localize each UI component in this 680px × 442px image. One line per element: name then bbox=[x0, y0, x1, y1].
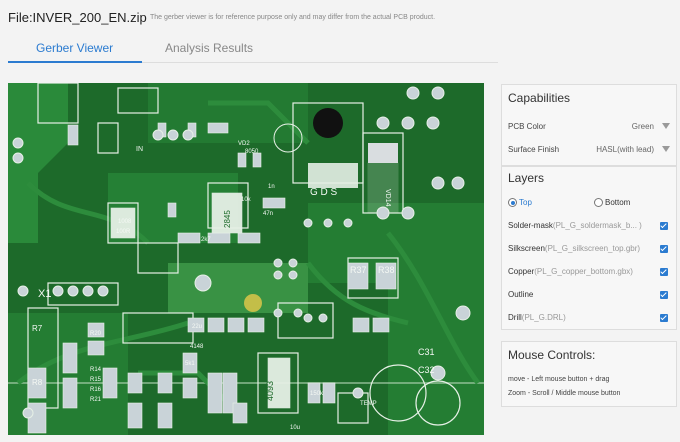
tab-gerber-viewer[interactable]: Gerber Viewer bbox=[36, 41, 114, 55]
pcb-label-2845: 2845 bbox=[223, 210, 232, 228]
pcb-label-100r: 100R bbox=[116, 229, 131, 235]
pcb-label-r15: R15 bbox=[90, 377, 102, 383]
pcb-label-in: IN bbox=[136, 146, 143, 153]
pcb-label-10u: 10u bbox=[290, 425, 300, 431]
pcb-label-1n: 1n bbox=[268, 184, 275, 190]
drill-checkbox[interactable] bbox=[660, 314, 668, 322]
top-radio[interactable] bbox=[508, 198, 517, 207]
pcb-label-vd14: VD14 bbox=[384, 189, 391, 207]
pcb-label-22u: 22u bbox=[192, 324, 202, 330]
pcb-label-4093: 4093 bbox=[265, 381, 275, 401]
pcb-label-8050: 8050 bbox=[245, 149, 259, 155]
pcb-label-r7: R7 bbox=[32, 324, 43, 333]
top-radio-label[interactable]: Top bbox=[519, 198, 532, 207]
mouse-controls-move: move - Left mouse button + drag bbox=[508, 376, 610, 383]
layer-drill-file: (PL_G.DRL) bbox=[521, 313, 566, 322]
pcb-label-5k1: 5k1 bbox=[185, 361, 195, 367]
mouse-controls-zoom: Zoom - Scroll / Middle mouse button bbox=[508, 390, 621, 397]
tab-bar: Gerber Viewer Analysis Results bbox=[8, 36, 498, 63]
pcb-color-value[interactable]: Green bbox=[631, 122, 654, 131]
disclaimer-note: The gerber viewer is for reference purpo… bbox=[150, 14, 436, 21]
copper-checkbox[interactable] bbox=[660, 268, 668, 276]
capabilities-panel: Capabilities PCB Color Green Surface Fin… bbox=[501, 84, 677, 166]
pcb-label-r20: R20 bbox=[90, 331, 102, 337]
layers-title: Layers bbox=[508, 171, 545, 185]
surface-finish-dropdown-icon[interactable] bbox=[662, 146, 670, 152]
pcb-label-r37: R37 bbox=[350, 265, 367, 275]
surface-finish-value[interactable]: HASL(with lead) bbox=[596, 145, 654, 154]
pcb-label-2k7: 2k7 bbox=[201, 237, 211, 243]
layer-solder-mask: Solder-mask(PL_G_soldermask_b... ) bbox=[508, 221, 642, 230]
gerber-viewer-canvas[interactable]: X1 R37 R38 C31 C32 R7 R8 R20 R14 R15 R16… bbox=[8, 83, 484, 435]
pcb-label-vd2: VD2 bbox=[238, 141, 250, 147]
bottom-radio[interactable] bbox=[594, 198, 603, 207]
layer-copper-name: Copper bbox=[508, 267, 535, 276]
layer-drill: Drill(PL_G.DRL) bbox=[508, 313, 566, 322]
layers-panel: Layers Top Bottom Solder-mask(PL_G_solde… bbox=[501, 166, 677, 330]
file-title: File:INVER_200_EN.zip bbox=[8, 10, 147, 25]
pcb-label-temp: TEMP bbox=[360, 401, 377, 407]
surface-finish-label: Surface Finish bbox=[508, 145, 560, 154]
pcb-label-r21: R21 bbox=[90, 397, 102, 403]
active-tab-indicator bbox=[8, 61, 142, 63]
layer-solder-mask-file: (PL_G_soldermask_b... ) bbox=[552, 221, 642, 230]
pcb-label-4148: 4148 bbox=[190, 344, 204, 350]
silkscreen-checkbox[interactable] bbox=[660, 245, 668, 253]
layer-outline: Outline bbox=[508, 290, 533, 299]
tab-analysis-results[interactable]: Analysis Results bbox=[165, 41, 254, 55]
layer-drill-name: Drill bbox=[508, 313, 522, 322]
bottom-radio-label[interactable]: Bottom bbox=[605, 198, 631, 207]
pcb-render[interactable]: X1 R37 R38 C31 C32 R7 R8 R20 R14 R15 R16… bbox=[8, 83, 484, 435]
layer-outline-name: Outline bbox=[508, 290, 534, 299]
pcb-label-r16: R16 bbox=[90, 387, 102, 393]
pcb-label-1008: 1008 bbox=[118, 219, 132, 225]
layer-silkscreen-file: (PL_G_silkscreen_top.gbr) bbox=[544, 244, 641, 253]
layer-solder-mask-name: Solder-mask bbox=[508, 221, 553, 230]
pcb-label-r38: R38 bbox=[378, 265, 395, 275]
pcb-label-r8: R8 bbox=[32, 378, 43, 387]
pcb-color-label: PCB Color bbox=[508, 122, 546, 131]
mouse-controls-panel: Mouse Controls: move - Left mouse button… bbox=[501, 341, 677, 407]
pcb-label-c31: C31 bbox=[418, 347, 435, 357]
capabilities-title: Capabilities bbox=[508, 91, 571, 105]
pcb-label-r14: R14 bbox=[90, 367, 102, 373]
pcb-label-150k: 150k bbox=[310, 391, 324, 397]
pcb-label-10k: 10k bbox=[241, 197, 252, 203]
pcb-label-x1: X1 bbox=[38, 288, 51, 300]
header: File:INVER_200_EN.zip The gerber viewer … bbox=[0, 0, 680, 32]
layer-copper-file: (PL_G_copper_bottom.gbx) bbox=[534, 267, 633, 276]
layer-copper: Copper(PL_G_copper_bottom.gbx) bbox=[508, 267, 633, 276]
layer-silkscreen: Silkscreen(PL_G_silkscreen_top.gbr) bbox=[508, 244, 640, 253]
pcb-color-dropdown-icon[interactable] bbox=[662, 123, 670, 129]
pcb-label-gds: G D S bbox=[310, 187, 338, 198]
pcb-label-c32: C32 bbox=[418, 365, 435, 375]
mouse-controls-title: Mouse Controls: bbox=[508, 348, 596, 362]
solder-mask-checkbox[interactable] bbox=[660, 222, 668, 230]
pcb-label-47n: 47n bbox=[263, 211, 273, 217]
layer-silkscreen-name: Silkscreen bbox=[508, 244, 545, 253]
outline-checkbox[interactable] bbox=[660, 291, 668, 299]
